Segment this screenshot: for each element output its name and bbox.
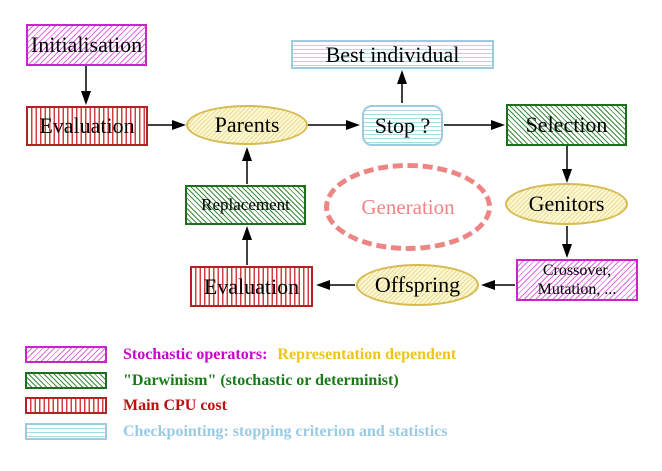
node-best-individual: Best individual — [291, 40, 494, 69]
node-offspring: Offspring — [356, 264, 479, 306]
mutation-line: Mutation, ... — [537, 281, 617, 298]
node-crossover-mutation: Crossover, Mutation, ... — [516, 259, 638, 301]
node-evaluation-bottom: Evaluation — [190, 266, 313, 307]
legend-label-main-cpu-cost: Main CPU cost — [123, 397, 227, 414]
node-selection: Selection — [506, 104, 627, 146]
arrow-crossover-to-offspring — [481, 280, 515, 290]
arrow-genitors-to-crossover — [562, 226, 572, 258]
legend-swatch-checkpointing — [25, 423, 107, 440]
legend-swatch-stochastic-operators — [25, 346, 107, 363]
arrow-initialisation-to-evaluation — [81, 66, 91, 105]
node-initialisation: Initialisation — [26, 24, 147, 66]
arrow-offspring-to-evaluation — [316, 280, 355, 290]
arrow-stop-to-best-individual — [397, 70, 407, 103]
legend-swatch-main-cpu-cost — [25, 397, 107, 414]
node-evaluation-top: Evaluation — [26, 106, 148, 146]
arrow-selection-to-genitors — [562, 146, 572, 183]
arrow-replacement-to-parents — [242, 147, 252, 184]
legend-label-checkpointing: Checkpointing: stopping criterion and st… — [123, 423, 448, 440]
legend-label-stochastic-operators: Stochastic operators: Representation dep… — [123, 345, 456, 365]
legend-stochastic-text: Stochastic operators: — [123, 346, 268, 363]
crossover-line: Crossover, — [542, 262, 612, 279]
node-genitors: Genitors — [505, 183, 628, 225]
legend-label-darwinism: "Darwinism" (stochastic or determinist) — [123, 372, 399, 389]
node-generation-loop: Generation — [324, 163, 492, 251]
arrow-evaluation-to-replacement — [242, 226, 252, 265]
legend-swatch-darwinism — [25, 372, 107, 389]
arrow-evaluation-to-parents — [148, 120, 186, 130]
node-stop: Stop ? — [362, 105, 443, 146]
node-replacement: Replacement — [185, 185, 306, 225]
legend-representation-text: Representation dependent — [277, 346, 457, 363]
arrow-parents-to-stop — [308, 120, 360, 130]
node-parents: Parents — [186, 105, 308, 145]
arrow-stop-to-selection — [444, 120, 505, 130]
